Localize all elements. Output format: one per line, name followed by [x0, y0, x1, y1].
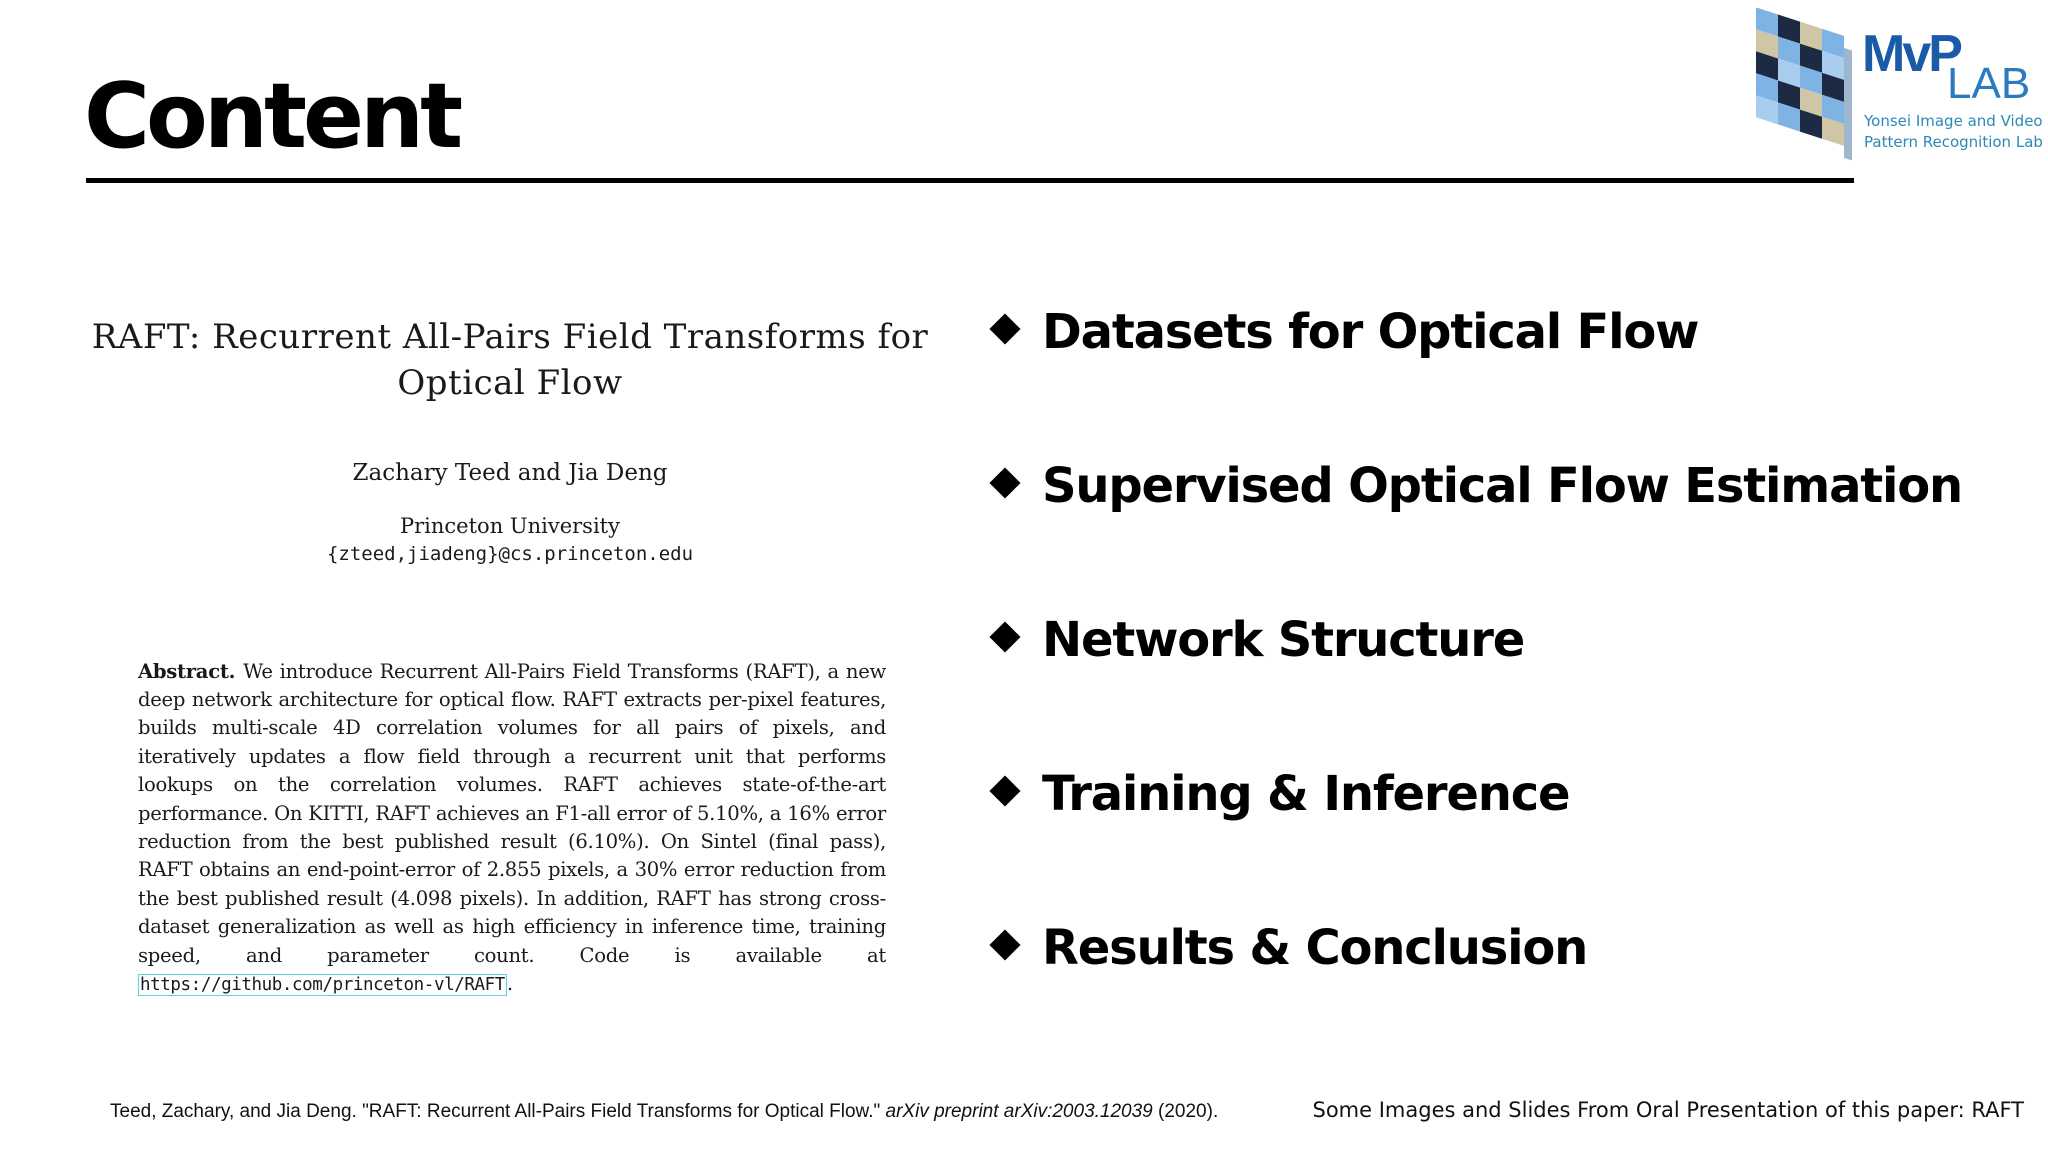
- diamond-bullet-icon: [989, 929, 1021, 961]
- citation-main: Teed, Zachary, and Jia Deng. "RAFT: Recu…: [110, 1101, 881, 1122]
- paper-affiliation: Princeton University: [400, 514, 620, 538]
- mvp-lab-mosaic-icon: [1756, 8, 1852, 161]
- paper-title-line2: Optical Flow: [397, 363, 623, 403]
- logo-subtitle: Yonsei Image and Video Pattern Recogniti…: [1864, 111, 2043, 153]
- citation-year: (2020).: [1158, 1101, 1219, 1122]
- paper-title: RAFT: Recurrent All-Pairs Field Transfor…: [60, 314, 960, 406]
- logo-subtitle-line2: Pattern Recognition Lab: [1864, 133, 2043, 151]
- logo-mvp-text: MvP: [1862, 25, 1963, 83]
- citation: Teed, Zachary, and Jia Deng. "RAFT: Recu…: [110, 1100, 1218, 1124]
- paper-authors: Zachary Teed and Jia Deng: [352, 460, 668, 486]
- content-item-label: Datasets for Optical Flow: [1042, 304, 1700, 360]
- code-link[interactable]: https://github.com/princeton-vl/RAFT: [138, 974, 507, 997]
- paper-email: {zteed,jiadeng}@cs.princeton.edu: [326, 543, 694, 565]
- content-item-label: Network Structure: [1042, 612, 1525, 668]
- content-item-label: Supervised Optical Flow Estimation: [1042, 458, 1963, 514]
- diamond-bullet-icon: [989, 775, 1021, 807]
- logo-subtitle-line1: Yonsei Image and Video: [1864, 112, 2043, 130]
- mvp-lab-logo: MvP LAB Yonsei Image and Video Pattern R…: [1752, 8, 2043, 174]
- content-item-label: Results & Conclusion: [1042, 920, 1588, 976]
- slide-title: Content: [84, 64, 463, 169]
- abstract-label: Abstract.: [138, 659, 236, 683]
- paper-title-line1: RAFT: Recurrent All-Pairs Field Transfor…: [91, 317, 929, 357]
- paper-snapshot: RAFT: Recurrent All-Pairs Field Transfor…: [60, 300, 960, 1000]
- title-underline: [86, 178, 1854, 183]
- diamond-bullet-icon: [989, 313, 1021, 345]
- paper-abstract: Abstract.We introduce Recurrent All-Pair…: [138, 658, 886, 1000]
- abstract-text: We introduce Recurrent All-Pairs Field T…: [138, 659, 886, 967]
- diamond-bullet-icon: [989, 621, 1021, 653]
- abstract-end: .: [506, 972, 513, 996]
- logo-lab-text: LAB: [1947, 59, 2031, 108]
- diamond-bullet-icon: [989, 467, 1021, 499]
- source-note: Some Images and Slides From Oral Present…: [1312, 1098, 2025, 1122]
- content-item-label: Training & Inference: [1042, 766, 1571, 822]
- citation-venue: arXiv preprint arXiv:2003.12039: [885, 1101, 1153, 1122]
